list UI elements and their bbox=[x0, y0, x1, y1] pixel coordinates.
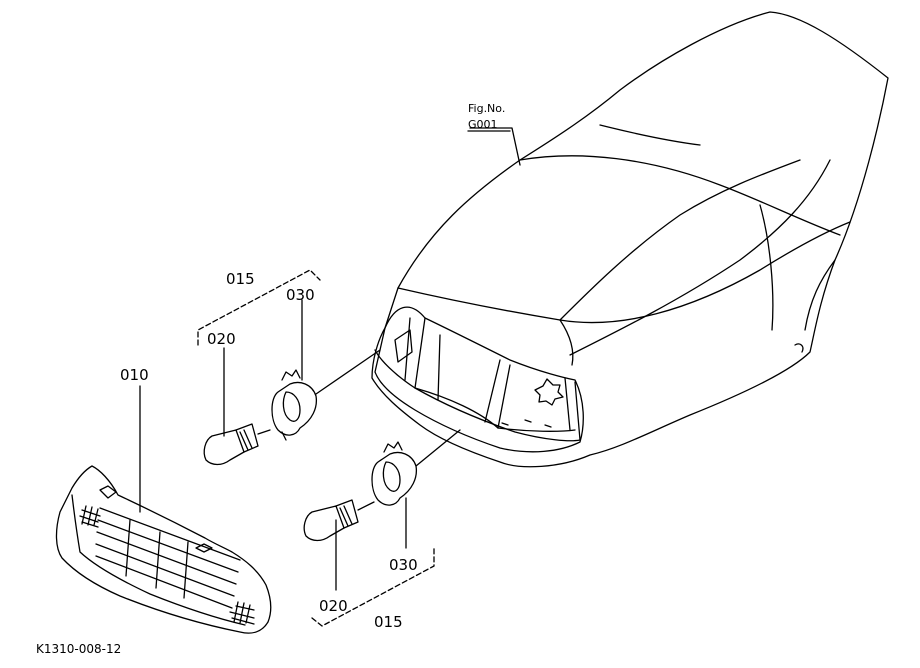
part-label-020-bottom: 020 bbox=[319, 597, 348, 615]
part-label-020-top: 020 bbox=[207, 330, 236, 348]
upper-bulb-assembly bbox=[198, 270, 380, 465]
lower-bulb-assembly bbox=[304, 430, 460, 626]
part-label-010: 010 bbox=[120, 366, 149, 384]
drawing-code: K1310-008-12 bbox=[36, 642, 121, 656]
leader-fig-no bbox=[470, 128, 520, 165]
hood-front-opening bbox=[375, 307, 583, 452]
front-grille-lens bbox=[56, 466, 270, 633]
part-label-015-bottom: 015 bbox=[374, 613, 403, 631]
part-label-015-top: 015 bbox=[226, 270, 255, 288]
part-label-030-bottom: 030 bbox=[389, 556, 418, 574]
fig-no-label: Fig.No. bbox=[468, 102, 505, 115]
hood-outline bbox=[372, 12, 888, 467]
fig-no-number: G001 bbox=[468, 118, 498, 131]
part-label-030-top: 030 bbox=[286, 286, 315, 304]
